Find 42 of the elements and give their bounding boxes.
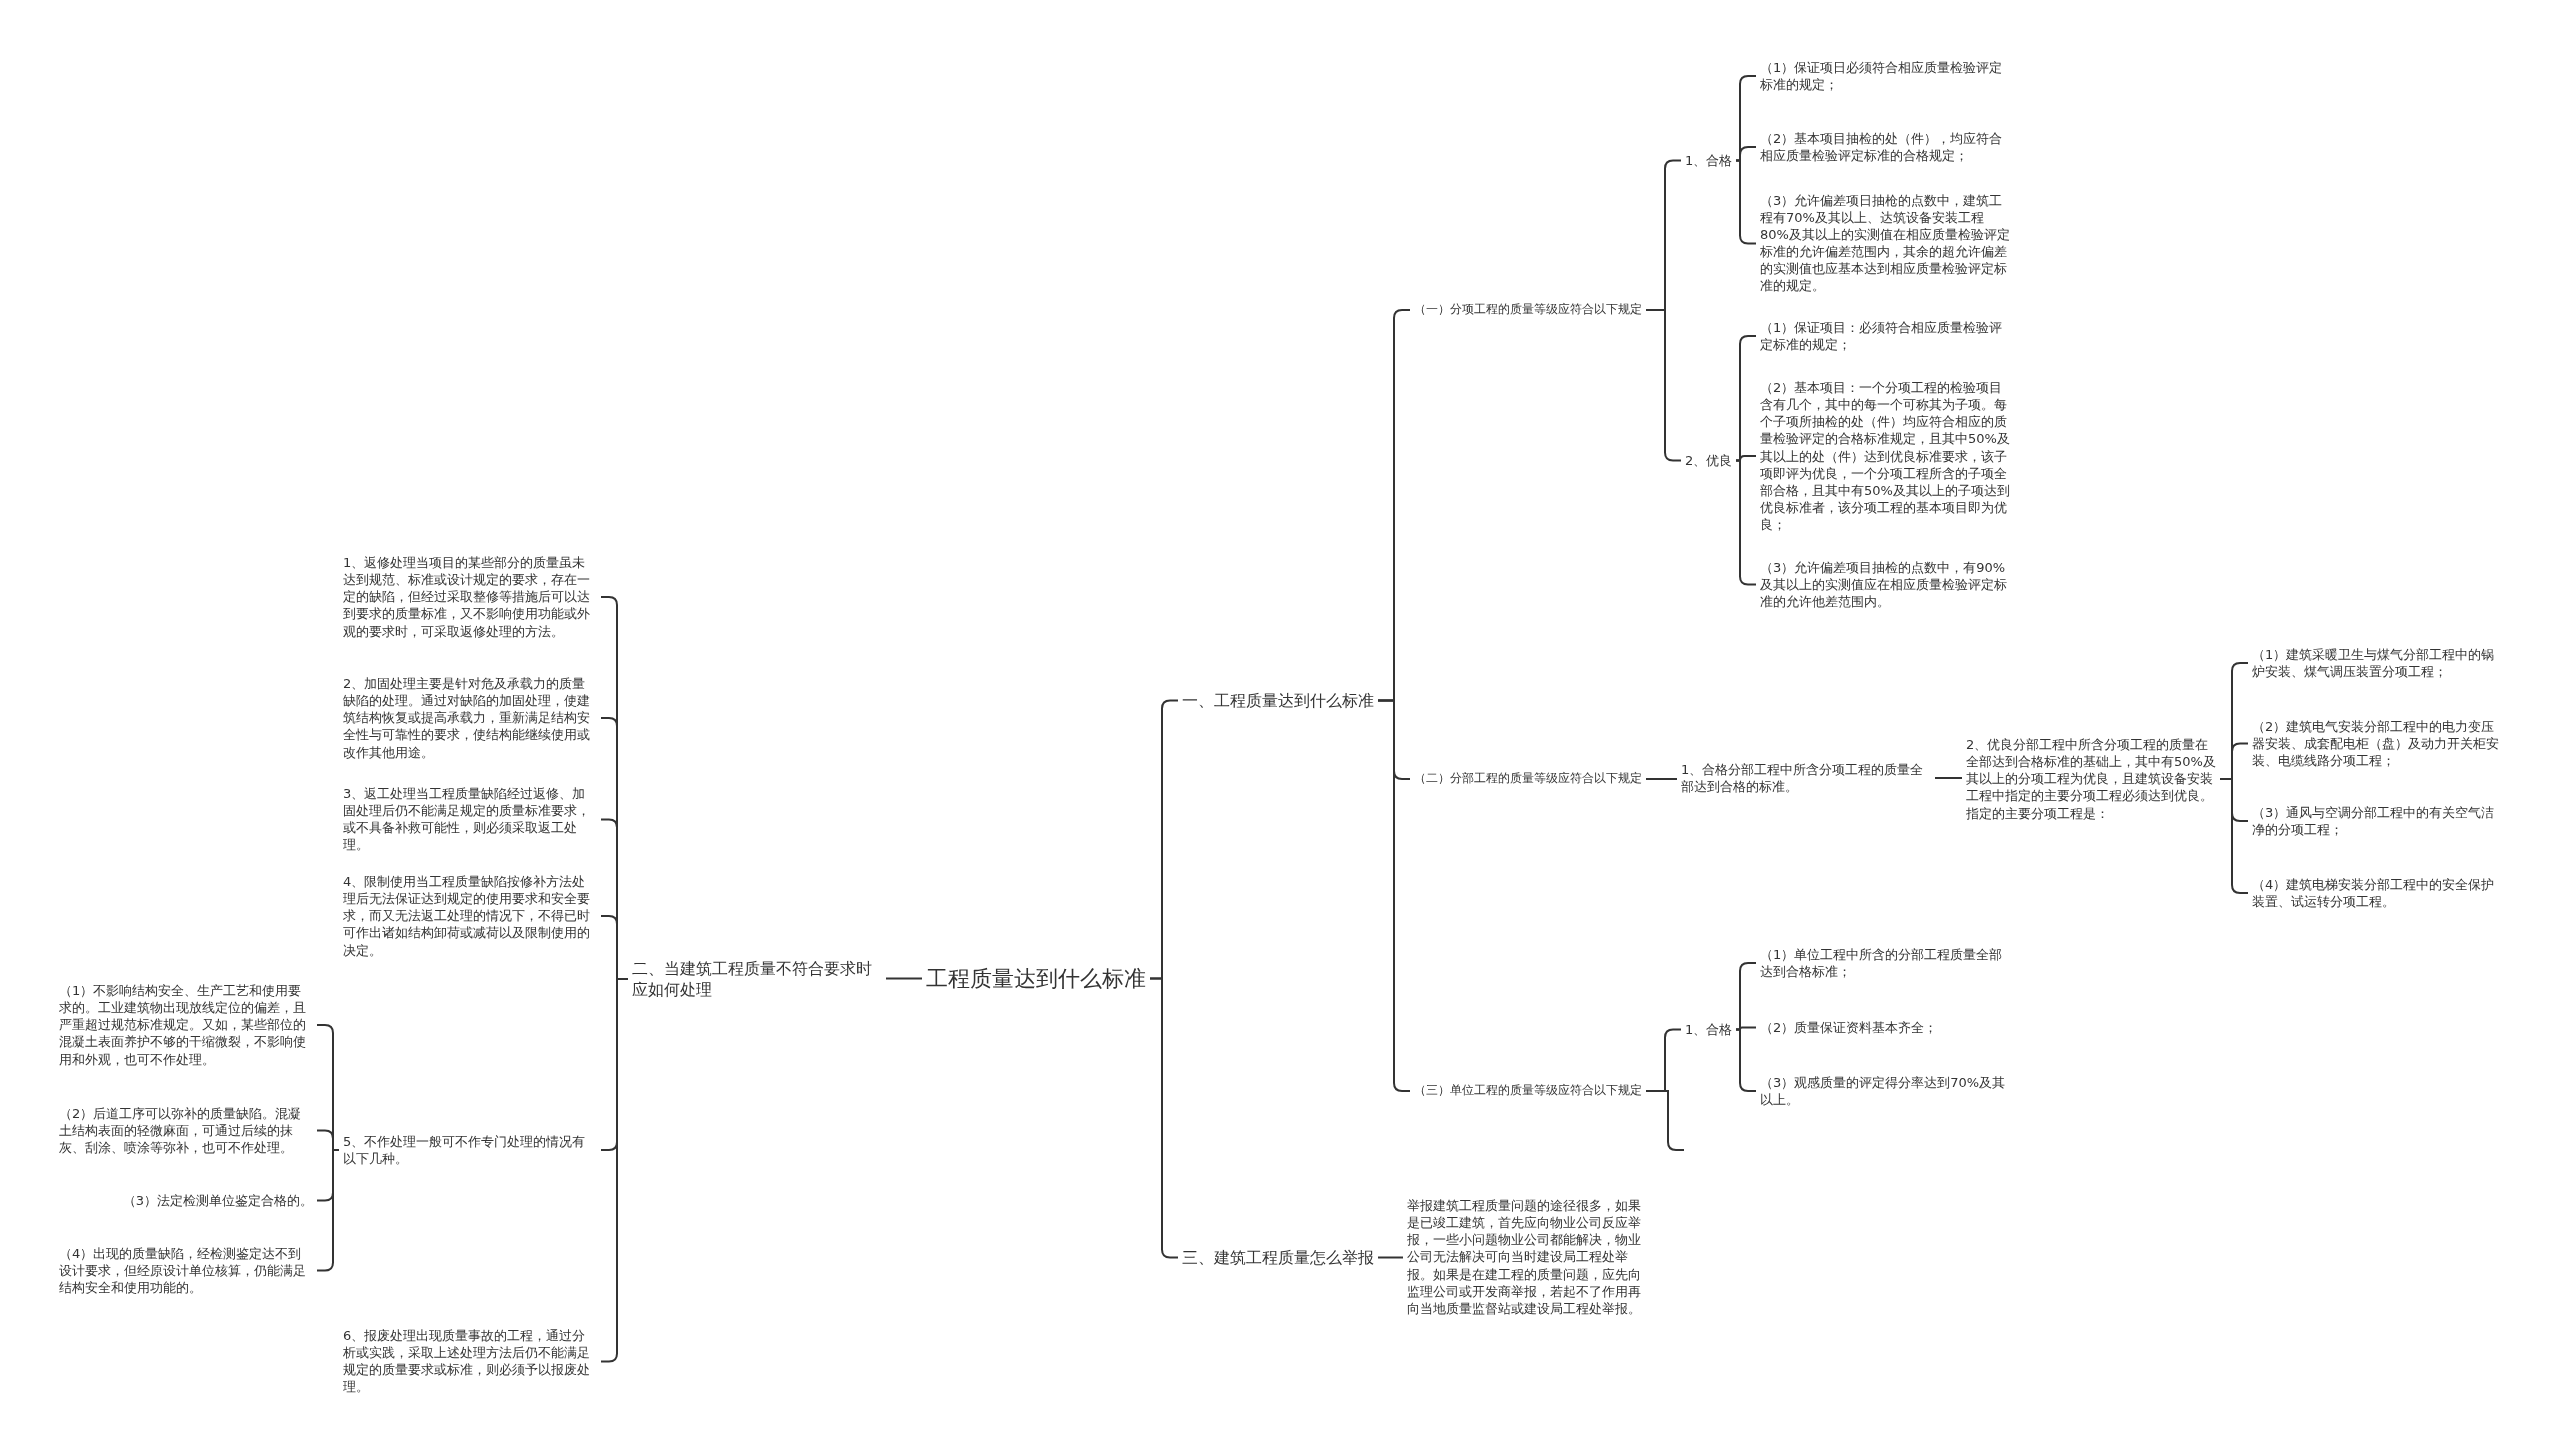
connector-line [1377, 1256, 1404, 1259]
topic-text: （1）保证项目：必须符合相应质量检验评定标准的规定； [1760, 319, 2004, 354]
topic-text: （4）建筑电梯安装分部工程中的安全保护装置、试运转分项工程。 [2252, 876, 2496, 911]
topic-text: 3、返工处理当工程质量缺陷经过返修、加固处理后仍不能满足规定的质量标准要求，或不具备补救可能性，则必须采取返工处理。 [343, 784, 591, 854]
topic-text: 1、返修处理当项目的某些部分的质量虽未达到规范、标准或设计规定的要求，存在一定的缺陷，但经过采取整修等措施后可以达到要求的质量标准，又不影响使用功能或外观的要求时，可采取返修处理的方法。 [343, 554, 591, 640]
topic-text: 1、合格 [1685, 1020, 1733, 1038]
topic-text: （3）观感质量的评定得分率达到70%及其以上。 [1760, 1074, 2007, 1109]
connector-line [885, 977, 923, 980]
topic-text: 4、限制使用当工程质量缺陷按修补方法处理后无法保证达到规定的使用要求和安全要求，而又无法返工处理的情况下，不得已时可作出诸如结构卸荷或减荷以及限制使用的决定。 [343, 873, 591, 959]
topic-text: （2）质量保证资料基本齐全； [1760, 1018, 1939, 1036]
central-topic: 工程质量达到什么标准 [926, 964, 1146, 993]
topic-text: 6、报废处理出现质量事故的工程，通过分析或实践，采取上述处理方法后仍不能满足规定的质量要求或标准，则必须予以报废处理。 [343, 1326, 591, 1396]
connector-line [1934, 777, 1963, 779]
topic-text: （1）建筑采暖卫生与煤气分部工程中的锅炉安装、煤气调压装置分项工程； [2252, 646, 2496, 681]
topic-text: 二、当建筑工程质量不符合要求时应如何处理 [632, 958, 873, 1001]
connector-line [1645, 778, 1678, 780]
topic-text: 2、优良 [1685, 451, 1733, 469]
topic-text: （二）分部工程的质量等级应符合以下规定 [1414, 771, 1642, 787]
topic-text: 2、加固处理主要是针对危及承载力的质量缺陷的处理。通过对缺陷的加固处理，使建筑结构恢复或提高承载力，重新满足结构安全性与可靠性的要求，使结构能继续使用或改作其他用途。 [343, 675, 591, 761]
topic-text: （3）通风与空调分部工程中的有关空气洁净的分项工程； [2252, 804, 2496, 839]
topic-text: 5、不作处理一般可不作专门处理的情况有以下几种。 [343, 1133, 587, 1168]
topic-text: （1）不影响结构安全、生产工艺和使用要求的。工业建筑物出现放线定位的偏差，且严重超过规范标准规定。又如，某些部位的混凝土表面养护不够的干缩微裂，不影响使用和外观，也可不作处理。 [59, 982, 307, 1068]
topic-text: （4）出现的质量缺陷，经检测鉴定达不到设计要求，但经原设计单位核算，仍能满足结构安全和使用功能的。 [59, 1244, 307, 1296]
topic-text: （2）基本项目：一个分项工程的检验项目含有几个，其中的每一个可称其为子项。每个子项所抽检的处（件）均应符合相应的质量检验评定的合格标准规定，且其中50%及其以上的处（件）达到优良标准要求，该子项即评为优良，一个分项工程所含的子项全部合格，且其中有50%及其以上的子项达到优良标准者，该分项工程的基本项目即为优良； [1760, 379, 2010, 534]
topic-text: （3）允许偏差项目抽检的点数中，有90%及其以上的实测值应在相应质量检验评定标准的允许他差范围内。 [1760, 558, 2008, 610]
topic-text: （2）建筑电气安装分部工程中的电力变压器安装、成套配电柜（盘）及动力开关柜安装、电缆线路分项工程； [2252, 717, 2500, 769]
topic-text: （三）单位工程的质量等级应符合以下规定 [1414, 1083, 1642, 1099]
topic-text: 一、工程质量达到什么标准 [1182, 689, 1374, 711]
topic-text: 2、优良分部工程中所含分项工程的质量在全部达到合格标准的基础上，其中有50%及其以上的分项工程为优良，且建筑设备安装工程中指定的主要分项工程必须达到优良。指定的主要分项工程是： [1966, 736, 2216, 822]
topic-text: 三、建筑工程质量怎么举报 [1182, 1246, 1374, 1268]
topic-text: （一）分项工程的质量等级应符合以下规定 [1414, 302, 1642, 318]
topic-text: 1、合格 [1685, 151, 1733, 169]
topic-text: （3）法定检测单位鉴定合格的。 [121, 1191, 313, 1209]
topic-text: （1）保证项日必须符合相应质量检验评定标准的规定； [1760, 59, 2004, 94]
connector-line [1645, 1090, 1685, 1151]
topic-text: 1、合格分部工程中所含分项工程的质量全部达到合格的标准。 [1681, 761, 1925, 796]
connector-line [1645, 309, 1682, 462]
topic-text: （2）基本项目抽检的处（件），均应符合相应质量检验评定标准的合格规定； [1760, 130, 2004, 165]
topic-text: 举报建筑工程质量问题的途径很多，如果是已竣工建筑，首先应向物业公司反应举报，一些小问题物业公司都能解决，物业公司无法解决可向当时建设局工程处举报。如果是在建工程的质量问题，应先向监理公司或开发商举报，若起不了作用再向当地质量监督站或建设局工程处举报。 [1407, 1197, 1642, 1318]
topic-text: （1）单位工程中所含的分部工程质量全部达到合格标准； [1760, 946, 2004, 981]
topic-text: （3）允许偏差项日抽枪的点数中，建筑工程有70%及其以上、达筑设备安装工程80%及其以上的实测值在相应质量检验评定标准的允许偏差范围内，其余的超允许偏差的实测值也应基本达到相应质量检验评定标准的规定。 [1760, 191, 2010, 295]
topic-text: （2）后道工序可以弥补的质量缺陷。混凝土结构表面的轻微麻面，可通过后续的抹灰、刮涂、喷涂等弥补，也可不作处理。 [59, 1104, 303, 1156]
